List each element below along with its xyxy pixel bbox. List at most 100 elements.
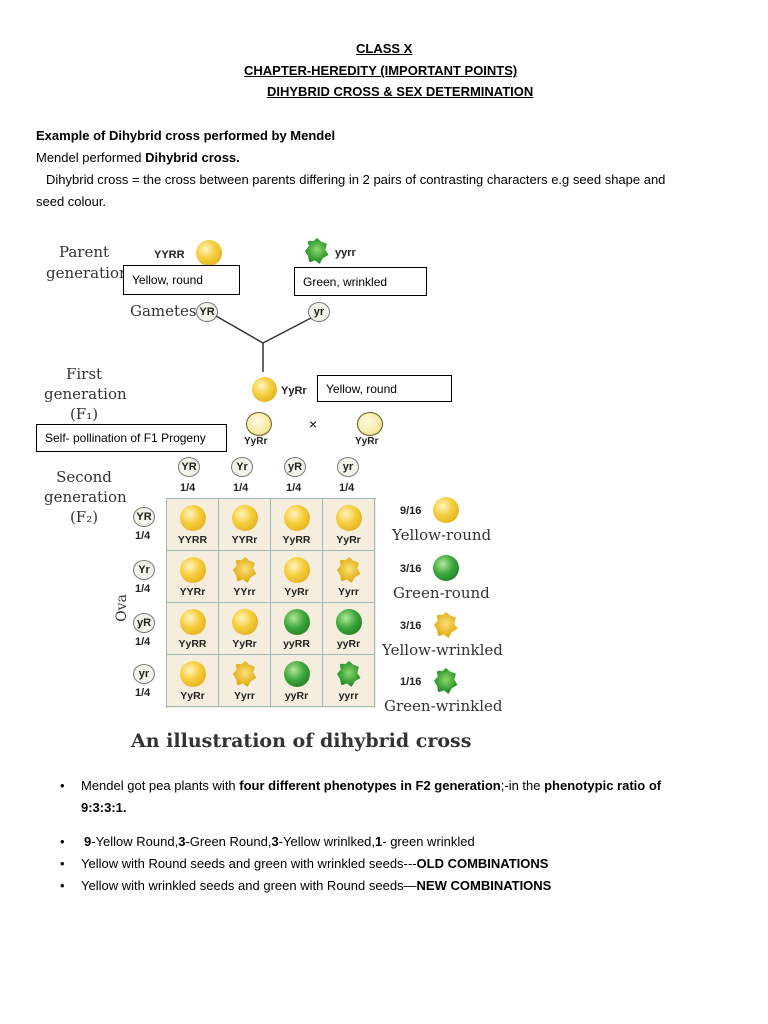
chapter-heading: CHAPTER-HEREDITY (IMPORTANT POINTS) [244, 63, 518, 78]
ratio-fraction: 3/16 [400, 620, 422, 632]
parent2-phenotype-box: Green, wrinkled [294, 267, 427, 296]
first-label-line2: generation [44, 385, 127, 403]
pea-icon [180, 557, 206, 583]
punnett-cell: yyrr [323, 655, 375, 707]
cell-genotype: yyRR [283, 638, 310, 650]
b1-plain-2: ;-in the [500, 778, 545, 793]
ratio-phenotype-label: Green-round [393, 584, 490, 602]
row-gamete-fraction: 1/4 [135, 687, 151, 699]
f1-right-pea-icon [357, 412, 383, 436]
punnett-cell: yyRr [271, 655, 323, 707]
intro-plain: Mendel performed [36, 150, 146, 165]
pea-icon [337, 557, 361, 583]
bullet-2-text: 9-Yellow Round,3-Green Round,3-Yellow wr… [84, 834, 475, 849]
punnett-cell: YyRr [323, 499, 375, 551]
f1-genotype: YyRr [281, 385, 307, 397]
bullet-dot: • [60, 778, 65, 793]
pea-icon [233, 557, 257, 583]
f1-left-pea-icon [246, 412, 272, 436]
pea-icon [233, 661, 257, 687]
punnett-cell: YyRR [167, 603, 219, 655]
ratio-phenotype-label: Yellow-wrinkled [382, 641, 503, 659]
pea-icon [180, 609, 206, 635]
column-gamete-fraction: 1/4 [233, 482, 249, 494]
cross-left-genotype: YyRr [244, 436, 268, 447]
punnett-cell: YYRr [167, 551, 219, 603]
definition-line-2: seed colour. [36, 194, 107, 209]
pea-icon [180, 505, 206, 531]
pea-icon [284, 557, 310, 583]
cell-genotype: yyrr [338, 690, 359, 702]
cell-genotype: YyRr [336, 534, 361, 546]
b2-num-3: 3 [271, 834, 279, 849]
f1-yellow-round-pea-icon [252, 377, 277, 402]
second-label-line1: Second [56, 468, 112, 486]
intro-line: Mendel performed Dihybrid cross. [36, 150, 240, 165]
cell-genotype: Yyrr [337, 586, 359, 598]
ratio-fraction: 3/16 [400, 563, 422, 575]
ova-label: Ova [113, 594, 130, 622]
pea-icon [336, 609, 362, 635]
column-gamete-circle: yr [337, 457, 359, 477]
cell-genotype: YYrr [233, 586, 256, 598]
cell-genotype: YyRr [232, 638, 257, 650]
ratio-fraction: 1/16 [400, 676, 422, 688]
column-gamete-fraction: 1/4 [180, 482, 196, 494]
ratio-fraction: 9/16 [400, 505, 422, 517]
pea-icon [284, 661, 310, 687]
cell-genotype: YyRR [282, 534, 311, 546]
gamete-yr-dominant: YR [196, 302, 218, 322]
parent2-genotype: yyrr [335, 247, 356, 259]
punnett-cell: YYRr [219, 499, 271, 551]
ratio-pea-icon [434, 668, 458, 694]
b1-plain-1: Mendel got pea plants with [81, 778, 240, 793]
punnett-cell: Yyrr [219, 655, 271, 707]
ratio-phenotype-label: Yellow-round [392, 526, 492, 544]
yellow-round-pea-icon [196, 240, 222, 266]
column-gamete-circle: Yr [231, 457, 253, 477]
b2-text-2: -Green Round, [185, 834, 272, 849]
column-gamete-circle: yR [284, 457, 306, 477]
topic-heading: DIHYBRID CROSS & SEX DETERMINATION [267, 84, 534, 99]
pea-icon [284, 505, 310, 531]
punnett-cell: yyRR [271, 603, 323, 655]
bullet-1-text: Mendel got pea plants with four differen… [81, 778, 661, 793]
pea-icon [336, 505, 362, 531]
ratio-phenotype-label: Green-wrinkled [384, 697, 503, 715]
b1-ratio: 9:3:3:1. [81, 800, 127, 815]
example-heading: Example of Dihybrid cross performed by M… [36, 128, 336, 143]
b2-text-3: -Yellow wrinlked, [278, 834, 376, 849]
b1-bold-1: four different phenotypes in F2 generati… [239, 778, 501, 793]
cell-genotype: YYRr [179, 586, 206, 598]
cell-genotype: YyRR [178, 638, 207, 650]
first-generation-label: First generation (F₁) [44, 364, 127, 424]
intro-bold: Dihybrid cross. [145, 150, 240, 165]
parent-generation-label: Parent generation [46, 242, 129, 284]
row-gamete-circle: Yr [133, 560, 155, 580]
second-generation-label: Second generation (F₂) [44, 467, 127, 527]
b2-text-1: -Yellow Round, [91, 834, 179, 849]
green-wrinkled-pea-icon [305, 238, 329, 264]
pea-icon [180, 661, 206, 687]
summary-bullets: • Mendel got pea plants with four differ… [60, 778, 720, 898]
ratio-pea-icon [433, 555, 459, 581]
first-label-line1: First [65, 365, 103, 383]
gametes-label: Gametes [130, 302, 197, 320]
punnett-cell: YYRR [167, 499, 219, 551]
second-label-line3: (F₂) [69, 508, 99, 526]
row-gamete-circle: YR [133, 507, 155, 527]
bullet-3-text: Yellow with Round seeds and green with w… [81, 856, 548, 871]
pea-icon [232, 505, 258, 531]
row-gamete-fraction: 1/4 [135, 636, 151, 648]
bullet-dot: • [60, 834, 65, 849]
column-gamete-circle: YR [178, 457, 200, 477]
pea-icon [232, 609, 258, 635]
definition-line-1: Dihybrid cross = the cross between paren… [46, 172, 666, 187]
punnett-cell: YyRr [219, 603, 271, 655]
punnett-cell: YYrr [219, 551, 271, 603]
cell-genotype: Yyrr [233, 690, 255, 702]
cell-genotype: YYRR [177, 534, 208, 546]
row-gamete-fraction: 1/4 [135, 583, 151, 595]
punnett-cell: YyRR [271, 499, 323, 551]
